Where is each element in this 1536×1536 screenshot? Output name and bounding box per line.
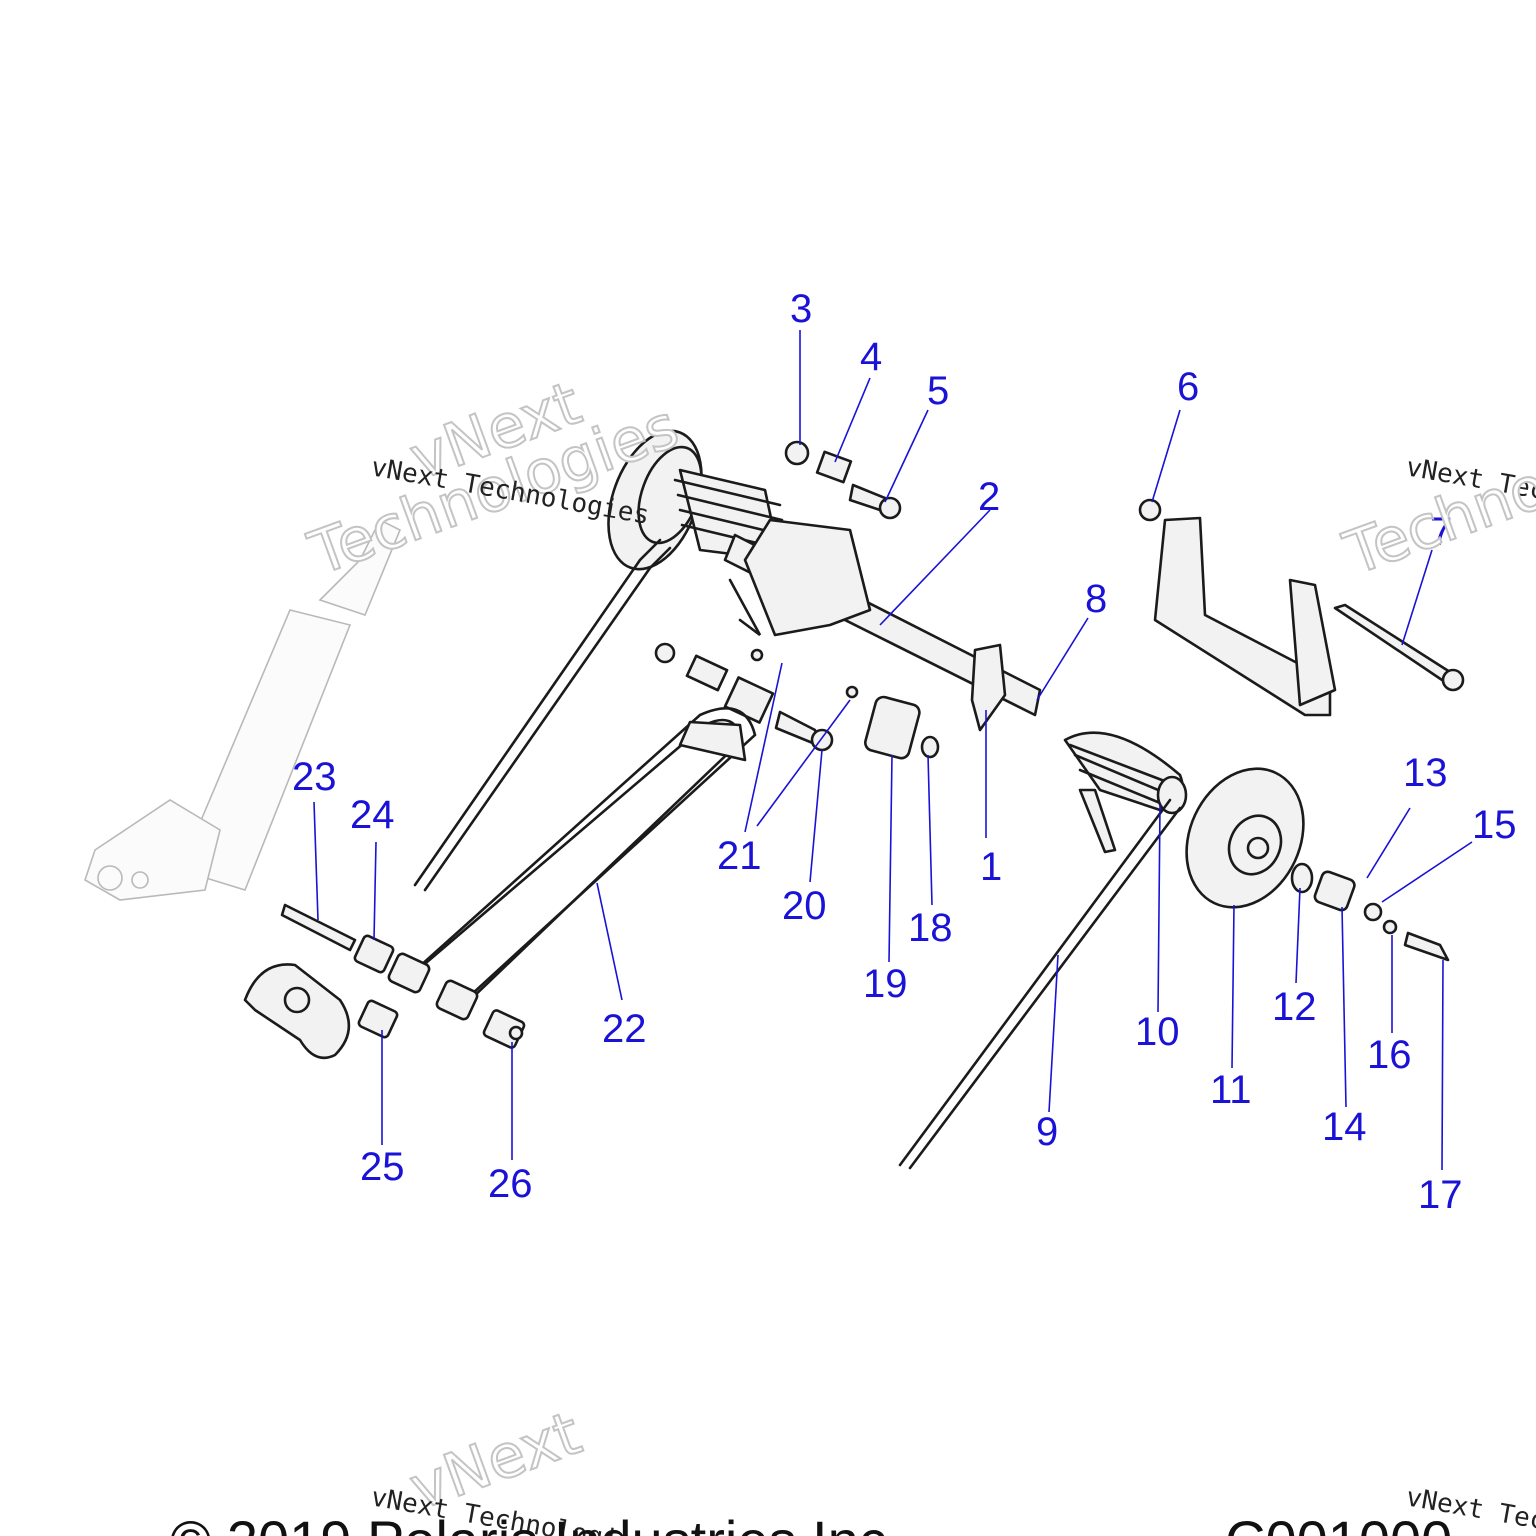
callout-11: 11 bbox=[1210, 1068, 1252, 1112]
idler-wheel bbox=[1185, 767, 1305, 909]
callout-7: 7 bbox=[1430, 510, 1452, 554]
callout-9: 9 bbox=[1036, 1110, 1058, 1154]
callout-10: 10 bbox=[1135, 1010, 1180, 1054]
callout-8: 8 bbox=[1085, 577, 1107, 621]
lower-hardware bbox=[243, 903, 526, 1060]
callout-19: 19 bbox=[863, 962, 908, 1006]
footer-code: C001000 bbox=[1225, 1509, 1452, 1536]
center-hardware bbox=[654, 642, 940, 760]
callout-2: 2 bbox=[978, 475, 1000, 519]
callout-12: 12 bbox=[1272, 985, 1317, 1029]
footer: © 2019 Polaris Industries Inc. C001000 bbox=[170, 1509, 1452, 1536]
callout-18: 18 bbox=[908, 906, 953, 950]
callout-16: 16 bbox=[1367, 1033, 1412, 1077]
callout-4: 4 bbox=[860, 335, 882, 379]
footer-copyright: © 2019 Polaris Industries Inc. bbox=[170, 1509, 902, 1536]
wheel-hardware bbox=[1290, 862, 1450, 962]
callout-20: 20 bbox=[782, 884, 827, 928]
shock-absorber-ghost bbox=[84, 518, 402, 901]
callout-15: 15 bbox=[1472, 803, 1517, 847]
top-hardware bbox=[784, 440, 902, 520]
callout-23: 23 bbox=[292, 755, 337, 799]
callout-22: 22 bbox=[602, 1007, 647, 1051]
callout-17: 17 bbox=[1418, 1173, 1463, 1217]
right-bracket bbox=[1138, 498, 1465, 717]
callout-24: 24 bbox=[350, 793, 395, 837]
callout-5: 5 bbox=[927, 369, 949, 413]
callout-14: 14 bbox=[1322, 1105, 1367, 1149]
callout-21: 21 bbox=[717, 834, 762, 878]
watermark-big-word-2-right: Technologies bbox=[1335, 391, 1536, 589]
callout-13: 13 bbox=[1403, 751, 1448, 795]
callout-26: 26 bbox=[488, 1162, 533, 1206]
a-arm bbox=[387, 707, 757, 1021]
right-spring-and-rod bbox=[898, 731, 1188, 1170]
rear-torque-arm-assembly bbox=[413, 429, 1042, 892]
callout-1: 1 bbox=[980, 845, 1002, 889]
callout-25: 25 bbox=[360, 1145, 405, 1189]
callout-3: 3 bbox=[790, 287, 812, 331]
callout-6: 6 bbox=[1177, 365, 1199, 409]
watermarks: vNext Technologies vNext Technologies vN… bbox=[299, 367, 1536, 1536]
leader-lines bbox=[313, 330, 1473, 1171]
callouts: 1 2 3 4 5 6 7 8 9 10 11 12 13 14 15 16 1… bbox=[292, 287, 1517, 1217]
